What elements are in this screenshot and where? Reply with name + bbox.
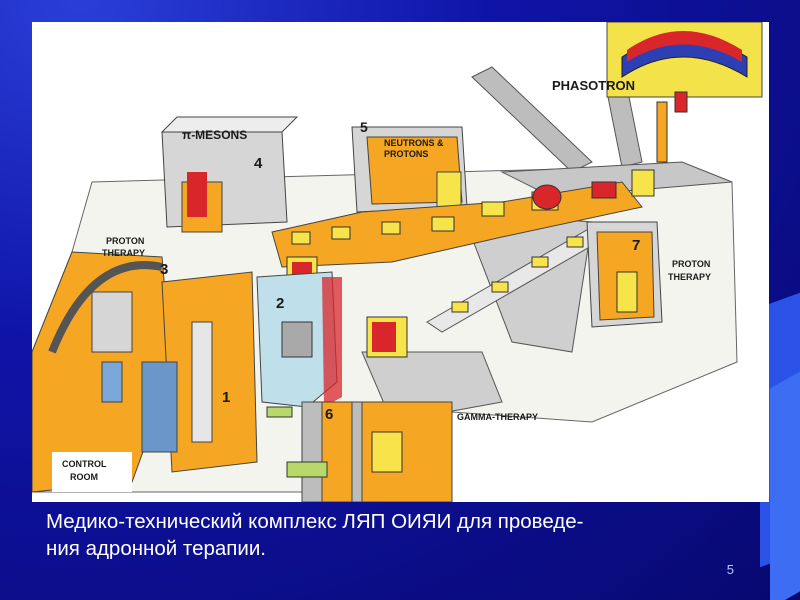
- room-7-equipment: [616, 271, 638, 313]
- room-number-5: 5: [360, 119, 368, 135]
- slide-caption: Медико-технический комплекс ЛЯП ОИЯИ для…: [46, 508, 766, 562]
- room-4-walls: [161, 131, 288, 228]
- control-consoles: [141, 361, 178, 453]
- proton-therapy-left-label-1: PROTON: [106, 236, 144, 246]
- room-2-shield: [322, 277, 342, 407]
- room-number-3: 3: [160, 261, 168, 278]
- gamma-therapy-label: GAMMA-THERAPY: [457, 412, 538, 422]
- treatment-equipment: [91, 291, 133, 353]
- room-6-wall: [351, 401, 363, 502]
- gamma-couch: [286, 461, 328, 478]
- proton-therapy-right-label-1: PROTON: [672, 259, 710, 269]
- concrete-wall: [606, 86, 643, 168]
- proton-therapy-right-label-2: THERAPY: [668, 272, 711, 282]
- beam-magnets: [291, 91, 688, 245]
- phasotron-coil: [627, 31, 742, 62]
- room-number-7: 7: [632, 237, 640, 254]
- treatment-equipment: [101, 361, 123, 403]
- caption-line-2: ния адронной терапии.: [46, 537, 266, 560]
- circular-wall: [48, 261, 163, 354]
- facility-diagram: PHASOTRON π-MESONS 4 5 NEUTRONS & PROTON…: [32, 22, 769, 502]
- control-room-label-1: CONTROL: [62, 459, 107, 469]
- wall-segment: [191, 321, 213, 443]
- room-number-2: 2: [276, 295, 284, 312]
- room-number-1: 1: [222, 389, 230, 406]
- dipole-magnet: [532, 184, 562, 210]
- bending-magnet-core: [372, 322, 396, 352]
- room-4-roof: [160, 116, 299, 133]
- gamma-unit: [371, 431, 403, 473]
- control-room-label-2: ROOM: [70, 472, 98, 482]
- concrete-wall: [500, 161, 733, 198]
- page-number: 5: [726, 562, 734, 577]
- neutrons-label: NEUTRONS &: [384, 138, 444, 148]
- pion-magnet: [187, 172, 207, 217]
- pi-mesons-label: π-MESONS: [182, 128, 247, 142]
- diagonal-magnets: [451, 236, 584, 313]
- caption-line-1: Медико-технический комплекс ЛЯП ОИЯИ для…: [46, 510, 584, 533]
- proton-therapy-left-label-2: THERAPY: [102, 248, 145, 258]
- decorative-wedge: [770, 371, 800, 600]
- control-room-label-bg: [52, 452, 132, 492]
- room-number-4: 4: [254, 155, 263, 172]
- patient-couch: [266, 406, 293, 418]
- concrete-wall: [471, 66, 593, 173]
- phasotron-label: PHASOTRON: [552, 78, 635, 93]
- gantry-equipment: [281, 321, 313, 358]
- facility-illustration: PHASOTRON π-MESONS 4 5 NEUTRONS & PROTON…: [32, 22, 763, 502]
- room-number-6: 6: [325, 406, 333, 423]
- room-6-wall: [301, 401, 323, 502]
- protons-label: PROTONS: [384, 149, 428, 159]
